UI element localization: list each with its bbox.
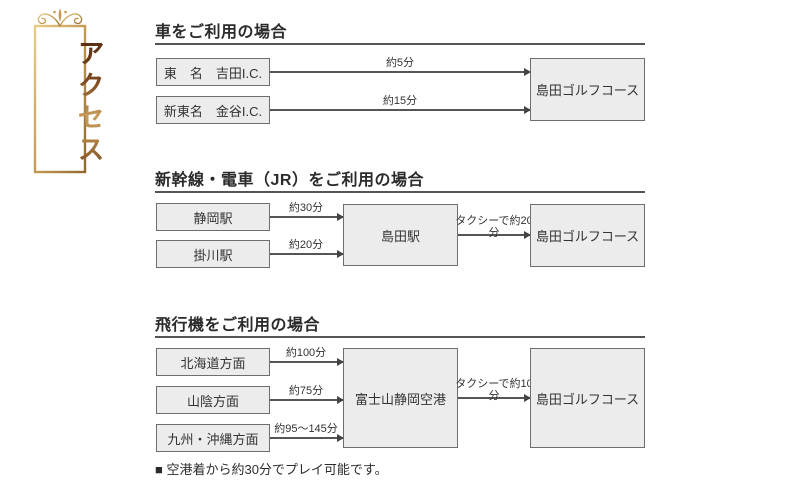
- section-heading-car: 車をご利用の場合: [155, 24, 288, 41]
- arrow-kyushu-to-airport: [270, 434, 344, 441]
- duration-label: 約30分: [288, 202, 324, 214]
- node-hokkaido-area: 北海道方面: [156, 348, 270, 376]
- taxi-duration-label: タクシーで約20 分: [455, 215, 533, 239]
- taxi-duration-line1: タクシーで約20: [455, 215, 533, 227]
- arrow-sanin-to-airport: [270, 396, 344, 403]
- node-tomei-yoshida-ic: 東 名 吉田I.C.: [156, 58, 270, 86]
- arrow-hokkaido-to-airport: [270, 358, 344, 365]
- duration-label: 約15分: [382, 95, 418, 107]
- gold-frame-icon: [33, 8, 87, 174]
- heading-underline: [155, 336, 645, 338]
- section-heading-airplane: 飛行機をご利用の場合: [155, 317, 321, 334]
- arrow-kakegawa-to-shimada: [270, 250, 344, 257]
- heading-underline: [155, 191, 645, 193]
- node-kakegawa-station: 掛川駅: [156, 240, 270, 268]
- section-heading-train: 新幹線・電車（JR）をご利用の場合: [155, 172, 424, 189]
- airport-play-note: ■ 空港着から約30分でプレイ可能です。: [155, 462, 388, 477]
- taxi-duration-label: タクシーで約10 分: [455, 378, 533, 402]
- duration-label: 約5分: [385, 57, 415, 69]
- duration-label: 約100分: [285, 347, 327, 359]
- duration-label: 約75分: [288, 385, 324, 397]
- arrow-kanaya-to-golf: [270, 106, 531, 113]
- node-golf-course: 島田ゴルフコース: [530, 348, 645, 448]
- node-shizuoka-station: 静岡駅: [156, 203, 270, 231]
- duration-label: 約95〜145分: [274, 423, 338, 435]
- access-ornament: アクセス: [28, 2, 104, 182]
- node-fujisan-shizuoka-airport: 富士山静岡空港: [343, 348, 458, 448]
- heading-underline: [155, 43, 645, 45]
- arrow-shizuoka-to-shimada: [270, 213, 344, 220]
- node-golf-course: 島田ゴルフコース: [530, 58, 645, 121]
- taxi-duration-line2: 分: [488, 390, 500, 402]
- arrow-yoshida-to-golf: [270, 68, 531, 75]
- node-sanin-area: 山陰方面: [156, 386, 270, 414]
- node-kyushu-okinawa-area: 九州・沖縄方面: [156, 424, 270, 452]
- taxi-duration-line2: 分: [488, 227, 500, 239]
- taxi-duration-line1: タクシーで約10: [455, 378, 533, 390]
- node-shintomei-kanaya-ic: 新東名 金谷I.C.: [156, 96, 270, 124]
- arrow-taxi-to-golf: [458, 231, 531, 238]
- vertical-title: アクセス: [62, 34, 114, 172]
- node-shimada-station: 島田駅: [343, 204, 458, 266]
- duration-label: 約20分: [288, 239, 324, 251]
- arrow-taxi-to-golf: [458, 394, 531, 401]
- node-golf-course: 島田ゴルフコース: [530, 204, 645, 267]
